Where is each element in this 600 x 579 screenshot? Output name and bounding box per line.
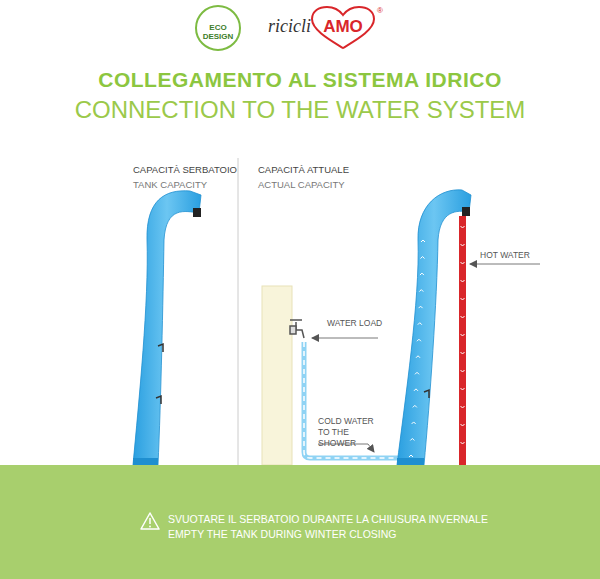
hose-dashes [304,342,398,458]
callout-label: WATER LOAD [327,318,382,328]
shower-actual [397,190,471,465]
panel-heading: ACTUAL CAPACITY [258,179,345,190]
callout-label: COLD WATER TO THE SHOWER [318,416,384,449]
panel-heading: CAPACITÀ SERBATOIO [133,164,237,175]
leader [470,264,540,265]
hot-water-pipe [459,216,466,465]
heart-logo: AMO [310,6,376,50]
brand-text: ricicli [268,16,311,37]
subtitle: CONNECTION TO THE WATER SYSTEM [0,96,600,124]
panel-heading: CAPACITÀ ATTUALE [258,164,349,175]
node-text: EMPTY THE TANK DURING WINTER CLOSING [168,528,397,540]
node-text: SVUOTARE IL SERBATOIO DURANTE LA CHIUSUR… [168,513,488,525]
eco-badge: ECO DESIGN [195,5,241,51]
footer-band [0,465,600,579]
water-tap [290,320,304,338]
callout-label: HOT WATER [480,250,530,260]
leader [312,338,378,339]
wall [262,286,292,465]
shower-tank [133,191,201,465]
warning-band: SVUOTARE IL SERBATOIO DURANTE LA CHIUSUR… [0,465,600,579]
panel-heading: TANK CAPACITY [133,179,207,190]
divider [238,158,239,465]
node-text: AMO [323,17,363,37]
flow-arrows [409,226,465,457]
registered-mark: ® [377,6,383,15]
title: COLLEGAMENTO AL SISTEMA IDRICO [0,68,600,92]
node-text: ECO DESIGN [202,23,234,41]
hose [304,342,398,458]
warning-icon [141,513,159,529]
